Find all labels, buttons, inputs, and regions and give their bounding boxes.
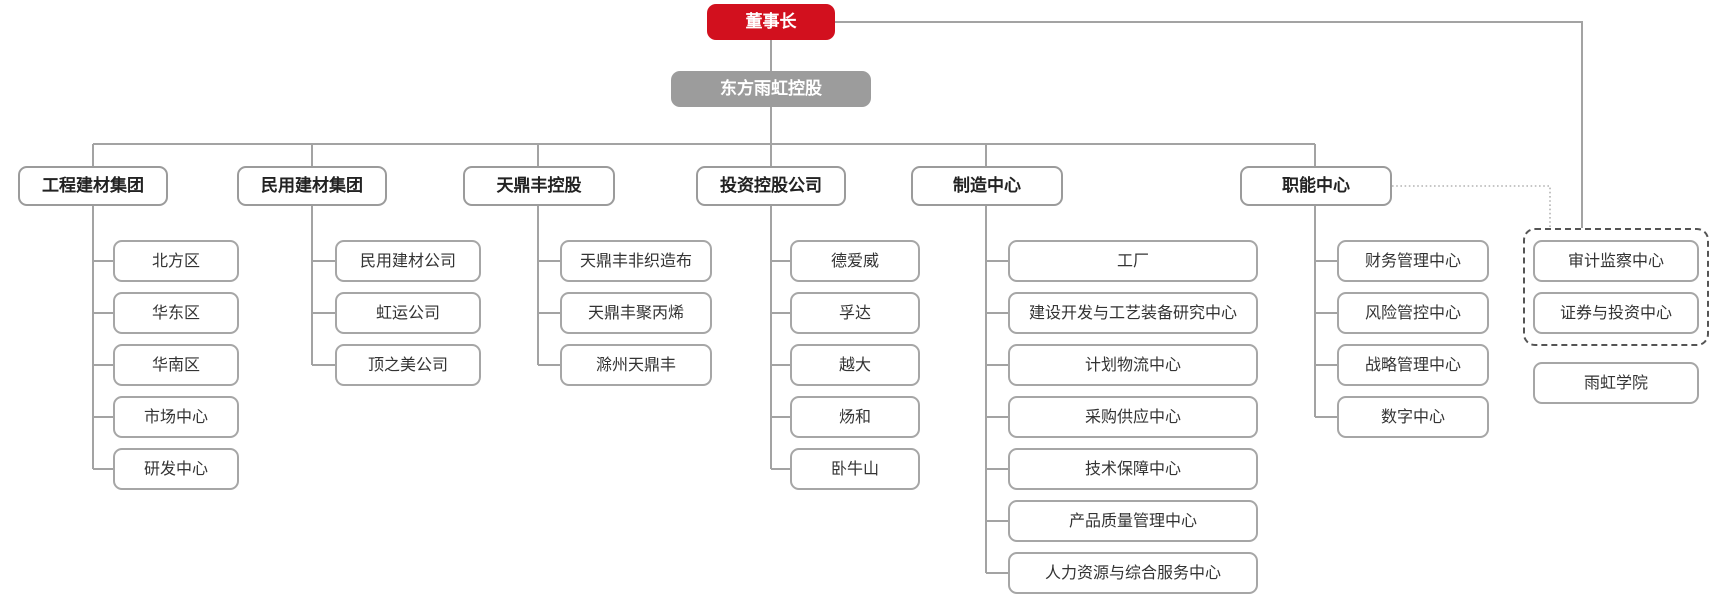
branch-node-manufacturing-center: 制造中心 [911, 166, 1063, 206]
child-node: 战略管理中心 [1337, 344, 1489, 386]
child-node: 炀和 [790, 396, 920, 438]
child-node: 研发中心 [113, 448, 239, 490]
child-node: 工厂 [1008, 240, 1258, 282]
child-node: 华南区 [113, 344, 239, 386]
child-node: 天鼎丰聚丙烯 [560, 292, 712, 334]
child-node: 民用建材公司 [335, 240, 481, 282]
child-node: 越大 [790, 344, 920, 386]
branch-node-civil-materials-group: 民用建材集团 [237, 166, 387, 206]
audit-supervision-center-node: 审计监察中心 [1533, 240, 1699, 282]
branch-node-investment-holding-company: 投资控股公司 [696, 166, 846, 206]
child-node: 数字中心 [1337, 396, 1489, 438]
child-node: 卧牛山 [790, 448, 920, 490]
child-node: 孚达 [790, 292, 920, 334]
child-node: 风险管控中心 [1337, 292, 1489, 334]
child-node: 财务管理中心 [1337, 240, 1489, 282]
branch-node-tiandingfeng-holdings: 天鼎丰控股 [463, 166, 615, 206]
branch-node-functional-center: 职能中心 [1240, 166, 1392, 206]
securities-investment-center-node: 证券与投资中心 [1533, 292, 1699, 334]
child-node: 滁州天鼎丰 [560, 344, 712, 386]
child-node: 市场中心 [113, 396, 239, 438]
child-node: 采购供应中心 [1008, 396, 1258, 438]
child-node: 产品质量管理中心 [1008, 500, 1258, 542]
child-node: 顶之美公司 [335, 344, 481, 386]
child-node: 技术保障中心 [1008, 448, 1258, 490]
yuhong-academy-node: 雨虹学院 [1533, 362, 1699, 404]
node-chairman: 董事长 [707, 4, 835, 40]
child-node: 人力资源与综合服务中心 [1008, 552, 1258, 594]
branch-node-engineering-materials-group: 工程建材集团 [18, 166, 168, 206]
child-node: 华东区 [113, 292, 239, 334]
solid-connectors [92, 21, 1583, 574]
child-node: 北方区 [113, 240, 239, 282]
board-direct-dashed-group [1523, 228, 1709, 346]
child-node: 德爱威 [790, 240, 920, 282]
child-node: 计划物流中心 [1008, 344, 1258, 386]
child-node: 虹运公司 [335, 292, 481, 334]
dotted-connector [1392, 185, 1551, 228]
child-node: 天鼎丰非织造布 [560, 240, 712, 282]
node-holding: 东方雨虹控股 [671, 71, 871, 107]
child-node: 建设开发与工艺装备研究中心 [1008, 292, 1258, 334]
